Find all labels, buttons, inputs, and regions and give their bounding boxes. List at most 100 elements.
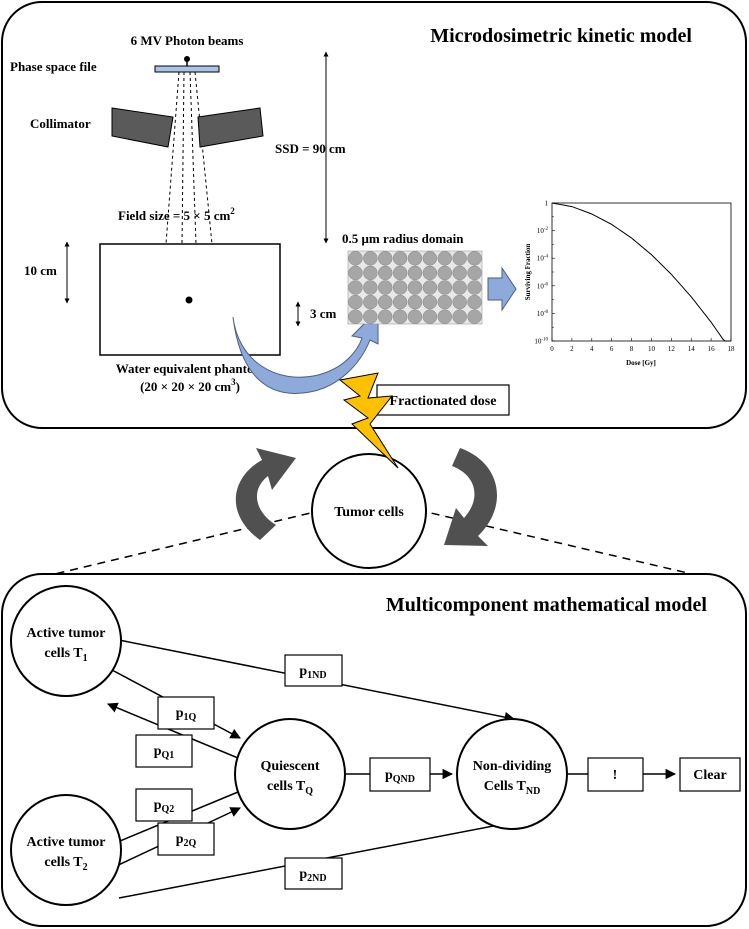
domain-cell	[467, 265, 482, 281]
domain-cell	[467, 251, 482, 266]
domain-label: 0.5 μm radius domain	[342, 231, 464, 246]
rate-bang: !	[613, 768, 618, 783]
rate-box-pq2	[135, 788, 193, 822]
quiescent-line1: Quiescent	[260, 759, 319, 774]
domain-cell	[348, 294, 363, 310]
x-tick-label: 18	[728, 345, 736, 353]
rate-pqnd: pQND	[385, 768, 415, 785]
x-tick-label: 0	[550, 345, 554, 353]
domain-cell	[407, 280, 423, 295]
domain-cell	[378, 251, 393, 266]
cycle-arrow-left	[235, 448, 296, 540]
curved-transfer-arrow	[232, 308, 379, 394]
domain-cell	[363, 280, 378, 295]
chart-x-label: Dose [Gy]	[626, 359, 656, 367]
domain-cell	[407, 251, 423, 266]
x-tick-label: 8	[630, 345, 634, 353]
survival-curve	[551, 202, 731, 342]
domain-cell	[378, 265, 393, 281]
domain-cell	[452, 294, 467, 310]
chart-y-label: Surviving Fraction	[524, 244, 532, 301]
domain-cell	[407, 309, 423, 324]
domain-cell	[363, 265, 378, 281]
collimator-right-jaw	[197, 107, 264, 148]
domain-cell	[392, 309, 408, 324]
chart-plot-area	[551, 202, 732, 342]
clear-box	[679, 757, 741, 792]
rate-p1nd: p1ND	[299, 664, 326, 681]
rate-box-p2q	[157, 822, 215, 856]
domain-cell	[348, 251, 363, 266]
x-tick-label: 16	[708, 345, 716, 353]
funnel-left	[54, 509, 324, 575]
y-tick-label: 10-2	[537, 227, 549, 235]
domain-cell	[437, 251, 452, 266]
domain-cell	[422, 294, 438, 310]
domain-cell	[422, 309, 438, 324]
height-label: 10 cm	[24, 263, 57, 278]
y-tick-label: 10-8	[537, 310, 549, 318]
domain-cell	[348, 309, 363, 324]
domain-cell	[378, 280, 393, 295]
ssd-label: SSD = 90 cm	[275, 141, 346, 156]
y-tick-label: 10-10	[534, 338, 548, 346]
rate-p1q: p1Q	[176, 706, 197, 723]
block-arrow-to-chart	[487, 266, 517, 312]
depth-label: 3 cm	[310, 306, 337, 321]
domain-cell	[363, 251, 378, 266]
rate-box-bang	[587, 757, 644, 792]
x-tick-label: 14	[688, 345, 696, 353]
field-size-label: Field size = 5 × 5 cm2	[118, 206, 235, 223]
domain-cell	[392, 294, 408, 310]
phantom-dims: (20 × 20 × 20 cm3)	[140, 377, 240, 394]
domain-cell	[437, 280, 452, 295]
x-tick-label: 4	[590, 345, 594, 353]
fractionated-dose-label: Fractionated dose	[390, 394, 497, 409]
x-tick-label: 6	[610, 345, 614, 353]
domain-cell	[452, 265, 467, 281]
non-dividing-line2: Cells TND	[484, 779, 541, 797]
domain-cell	[392, 265, 408, 281]
domain-cell	[422, 280, 438, 295]
bottom-panel-title: Multicomponent mathematical model	[386, 594, 708, 616]
quiescent-node	[234, 718, 346, 830]
rate-box-pq1	[135, 734, 193, 768]
photon-beams-label: 6 MV Photon beams	[131, 33, 244, 48]
y-tick-label: 10-6	[537, 282, 549, 290]
domain-cell	[437, 309, 452, 324]
active-t2-line2: cells T2	[44, 855, 87, 873]
domain-cell	[437, 294, 452, 310]
y-tick-label: 10-4	[537, 255, 549, 263]
domain-cell	[467, 309, 482, 324]
domain-cell	[378, 294, 393, 310]
active-tumor-t2-node	[10, 794, 122, 906]
domain-cell	[363, 309, 378, 324]
non-dividing-line1: Non-dividing	[473, 759, 552, 774]
domain-cell	[363, 294, 378, 310]
rate-box-p1nd	[284, 654, 343, 687]
domain-cell	[392, 251, 408, 266]
clear-label: Clear	[693, 768, 726, 783]
domain-cell	[422, 251, 438, 266]
collimator-label: Collimator	[30, 116, 91, 131]
fractionated-dose-box	[376, 384, 510, 416]
x-tick-label: 12	[668, 345, 676, 353]
top-panel-title: Microdosimetric kinetic model	[430, 25, 692, 47]
domain-cell	[467, 294, 482, 310]
active-t1-line2: cells T1	[44, 646, 87, 664]
rate-box-p2nd	[284, 857, 343, 890]
rate-box-pqnd	[369, 757, 431, 792]
domain-cell	[392, 280, 408, 295]
rate-box-p1q	[157, 696, 215, 730]
rate-p2q: p2Q	[176, 832, 197, 849]
rate-pq1: pQ1	[154, 744, 175, 761]
domain-cell	[348, 280, 363, 295]
domain-cells	[348, 251, 482, 324]
domain-cell	[407, 265, 423, 281]
cycle-arrow-right	[444, 448, 498, 546]
collimator-left-jaw	[111, 107, 174, 148]
domain-cell	[467, 280, 482, 295]
